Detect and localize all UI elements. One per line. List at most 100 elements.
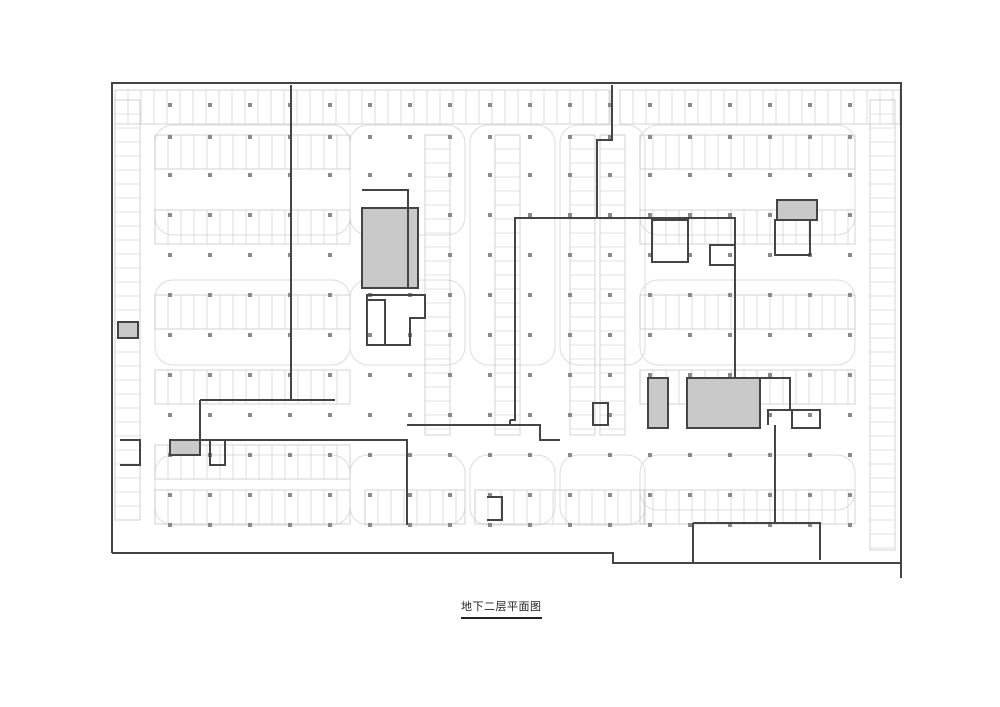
- column: [248, 373, 252, 377]
- column: [448, 493, 452, 497]
- column: [648, 493, 652, 497]
- parking-stalls: [114, 89, 901, 551]
- column: [568, 453, 572, 457]
- stall-column: [494, 134, 521, 436]
- column: [368, 333, 372, 337]
- column: [528, 523, 532, 527]
- column: [848, 103, 852, 107]
- column: [688, 253, 692, 257]
- aisle-island: [469, 124, 556, 366]
- column: [848, 413, 852, 417]
- wall-segment: [210, 439, 408, 525]
- column: [168, 523, 172, 527]
- column: [328, 135, 332, 139]
- stair-elevator-cores: [117, 199, 818, 456]
- column: [848, 253, 852, 257]
- column: [728, 135, 732, 139]
- column: [808, 333, 812, 337]
- core: [117, 321, 139, 339]
- column: [208, 135, 212, 139]
- column: [648, 253, 652, 257]
- column: [288, 523, 292, 527]
- column: [328, 213, 332, 217]
- aisle-island: [639, 279, 856, 366]
- core: [647, 377, 669, 429]
- column: [368, 453, 372, 457]
- column: [328, 453, 332, 457]
- core: [361, 207, 419, 289]
- column: [648, 453, 652, 457]
- column: [248, 413, 252, 417]
- column: [728, 103, 732, 107]
- column: [248, 293, 252, 297]
- column: [208, 493, 212, 497]
- column: [248, 213, 252, 217]
- column: [288, 413, 292, 417]
- column: [208, 103, 212, 107]
- column: [848, 333, 852, 337]
- stall-row: [154, 294, 351, 330]
- stall-row: [154, 489, 351, 525]
- column: [768, 333, 772, 337]
- column: [528, 103, 532, 107]
- column: [168, 253, 172, 257]
- column: [808, 413, 812, 417]
- wall-segment: [487, 496, 503, 521]
- column: [568, 373, 572, 377]
- column: [208, 523, 212, 527]
- column: [488, 135, 492, 139]
- column: [808, 523, 812, 527]
- column: [208, 293, 212, 297]
- column: [168, 333, 172, 337]
- column: [688, 173, 692, 177]
- column: [488, 413, 492, 417]
- column: [808, 135, 812, 139]
- column: [248, 493, 252, 497]
- column: [248, 103, 252, 107]
- wall-segment: [791, 409, 821, 429]
- column: [488, 333, 492, 337]
- drive-aisle-curves: [154, 124, 856, 526]
- column: [608, 523, 612, 527]
- column: [688, 213, 692, 217]
- wall-segment: [760, 377, 791, 425]
- column: [448, 135, 452, 139]
- column: [408, 373, 412, 377]
- column: [208, 253, 212, 257]
- column: [568, 173, 572, 177]
- column: [648, 213, 652, 217]
- column: [528, 413, 532, 417]
- column: [488, 523, 492, 527]
- column: [768, 293, 772, 297]
- column: [768, 173, 772, 177]
- column: [808, 103, 812, 107]
- stall-row: [114, 89, 611, 125]
- column: [728, 253, 732, 257]
- column: [208, 373, 212, 377]
- column: [688, 523, 692, 527]
- column: [768, 493, 772, 497]
- column: [208, 413, 212, 417]
- column: [328, 333, 332, 337]
- column: [328, 523, 332, 527]
- column: [608, 493, 612, 497]
- column: [808, 493, 812, 497]
- column: [168, 173, 172, 177]
- column: [688, 373, 692, 377]
- stall-column: [869, 99, 896, 551]
- column: [528, 253, 532, 257]
- column: [568, 253, 572, 257]
- column: [848, 373, 852, 377]
- column: [568, 213, 572, 217]
- stall-column: [599, 134, 626, 436]
- wall-segment: [510, 85, 613, 421]
- wall-segment: [366, 294, 426, 346]
- column: [648, 103, 652, 107]
- walls: [111, 82, 902, 578]
- column: [608, 293, 612, 297]
- column: [448, 253, 452, 257]
- column: [688, 293, 692, 297]
- drawing-title: 地下二层平面图: [461, 598, 542, 619]
- column: [528, 373, 532, 377]
- column: [568, 293, 572, 297]
